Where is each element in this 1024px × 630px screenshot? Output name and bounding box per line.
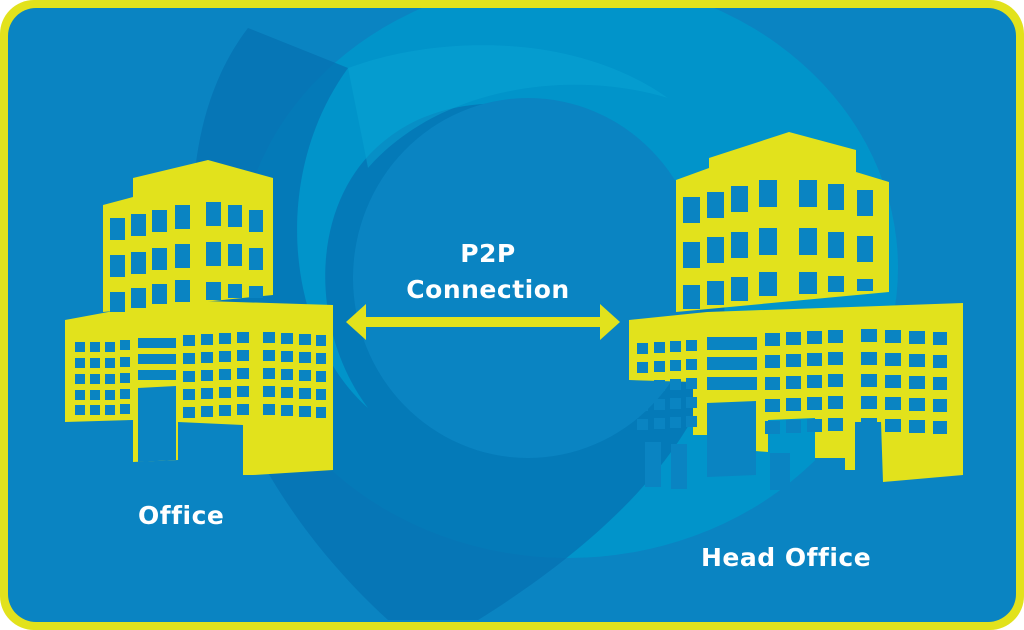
office-building-icon [65,160,333,475]
office-label: Office [138,501,225,530]
bidirectional-arrow-icon [346,304,620,340]
connection-label: P2P Connection [383,236,593,308]
connection-label-line1: P2P [460,239,516,268]
head-office-building-icon [629,132,963,490]
diagram-panel: P2P Connection Office Head Office [8,8,1016,622]
connection-label-line2: Connection [406,275,570,304]
head-office-label: Head Office [701,543,872,572]
